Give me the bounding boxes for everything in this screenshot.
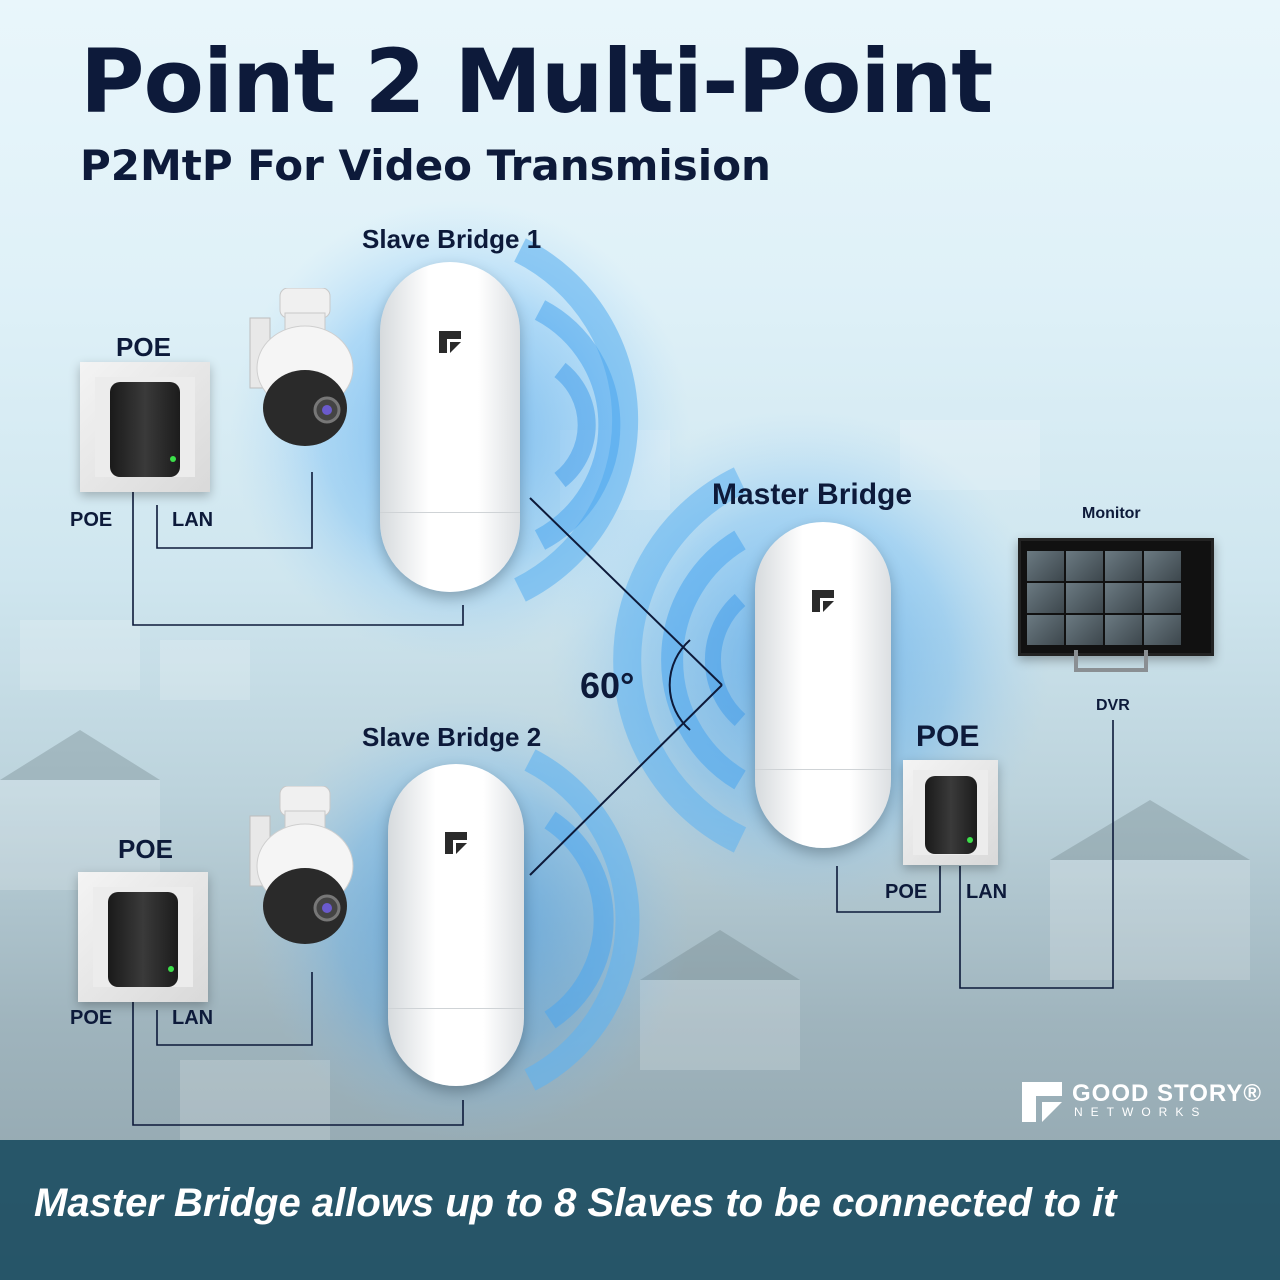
master-poe-injector — [903, 760, 998, 865]
monitor-stand — [1074, 650, 1148, 672]
brand-subtitle: NETWORKS — [1074, 1105, 1208, 1119]
slave2-poe-injector — [78, 872, 208, 1002]
brand-name: GOOD STORY® — [1072, 1080, 1263, 1107]
slave-bridge-1-label: Slave Bridge 1 — [362, 224, 542, 254]
page-subtitle: P2MtP For Video Transmision — [80, 141, 771, 190]
slave2-poe-title: POE — [118, 834, 173, 864]
master-bridge-label: Master Bridge — [712, 478, 913, 511]
slave-bridge-2 — [388, 764, 524, 1086]
slave1-poe-title: POE — [116, 332, 171, 362]
slave-bridge-1 — [380, 262, 520, 592]
monitor-icon — [1018, 538, 1214, 656]
angle-label: 60° — [580, 665, 635, 706]
dvr-label: DVR — [1096, 697, 1130, 714]
slave1-poe-port-label: POE — [70, 509, 113, 531]
master-lan-port-label: LAN — [966, 881, 1008, 903]
angle-lines — [529, 497, 723, 876]
master-poe-title: POE — [916, 720, 980, 753]
slave-bridge-2-label: Slave Bridge 2 — [362, 722, 542, 752]
slave2-poe-port-label: POE — [70, 1007, 113, 1029]
slave1-lan-port-label: LAN — [172, 509, 214, 531]
cables — [132, 472, 1114, 1126]
brand-logo-icon — [445, 831, 467, 854]
brand-logo-icon — [812, 590, 834, 613]
slave1-poe-injector — [80, 362, 210, 492]
banner-caption: Master Bridge allows up to 8 Slaves to b… — [34, 1181, 1117, 1225]
page-title: Point 2 Multi-Point — [80, 30, 993, 133]
slave2-ptz-camera-icon — [249, 786, 354, 944]
monitor-label: Monitor — [1082, 505, 1141, 522]
slave2-lan-port-label: LAN — [172, 1007, 214, 1029]
master-poe-port-label: POE — [885, 881, 928, 903]
slave1-ptz-camera-icon — [249, 288, 354, 446]
bottom-banner — [0, 1140, 1280, 1280]
background-buildings — [0, 420, 1250, 1140]
brand-logo-icon — [439, 331, 461, 354]
master-bridge — [755, 522, 891, 848]
good-story-logo-icon — [1022, 1082, 1062, 1122]
